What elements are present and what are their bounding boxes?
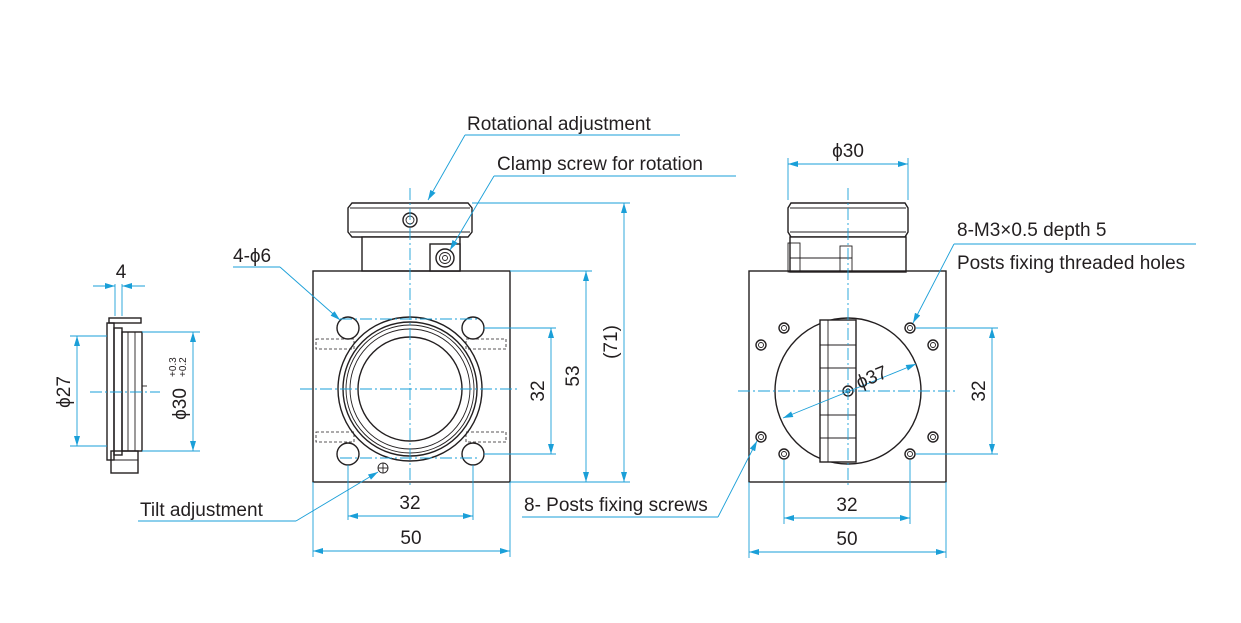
- callout-thread-spec: 8-M3×0.5 depth 5: [957, 220, 1106, 241]
- side-inner-diameter-label: ϕ27: [54, 376, 75, 408]
- tilt-screw-icon: [377, 462, 389, 474]
- callout-tilt-adjustment-leader: [138, 471, 379, 522]
- side-view-body: [106, 317, 147, 474]
- front-body: [312, 270, 511, 483]
- front-overall-height-label: (71): [601, 325, 622, 359]
- threaded-hole: [927, 431, 939, 443]
- front-height-label: 53: [563, 365, 584, 386]
- side-outer-diameter-group: ϕ30 +0.3 +0.2: [168, 357, 191, 420]
- callout-clamp-screw: Clamp screw for rotation: [497, 154, 703, 175]
- callout-posts-fixing-threaded-holes: Posts fixing threaded holes: [957, 253, 1185, 274]
- tolerance-upper: +0.3: [168, 357, 179, 377]
- front-view: 32 50 32 53 (71): [138, 114, 736, 557]
- threaded-hole: [755, 431, 767, 443]
- side-outer-diameter-label: ϕ30: [170, 388, 191, 420]
- callout-threaded-holes-leader: [912, 243, 1196, 324]
- dim-front-hole-pitch-v: [484, 327, 556, 455]
- callout-posts-screws-leader: [522, 440, 758, 518]
- callout-rotational-adjustment: Rotational adjustment: [467, 114, 651, 135]
- rear-hole-pitch-v-label: 32: [969, 380, 990, 401]
- dim-side-width: [93, 283, 145, 316]
- rear-width-label: 50: [836, 529, 857, 550]
- clamp-screw-icon: [435, 248, 455, 268]
- callout-tilt-adjustment: Tilt adjustment: [140, 500, 264, 521]
- rear-disk-diameter-label: ϕ37: [853, 362, 890, 393]
- threaded-hole: [778, 448, 790, 460]
- threaded-hole: [755, 339, 767, 351]
- callout-holes-leader: [233, 266, 341, 321]
- rear-view: ϕ30 ϕ37 32 32 50 8- Posts fi: [522, 141, 1196, 558]
- front-hole-pitch-h-label: 32: [399, 493, 420, 514]
- mounting-hole: [336, 442, 360, 466]
- callout-posts-fixing-screws: 8- Posts fixing screws: [524, 495, 708, 516]
- dim-front-height: [510, 270, 630, 483]
- dim-rear-disk-diameter: [782, 363, 917, 419]
- callout-holes-4-phi6: 4-ϕ6: [233, 246, 271, 267]
- dim-front-width: [312, 482, 511, 557]
- dim-rear-knob-diameter: [787, 158, 909, 200]
- dim-front-overall-height: [472, 202, 630, 482]
- dim-front-hole-pitch-h: [347, 465, 474, 520]
- side-width-label: 4: [116, 262, 127, 283]
- threaded-hole: [904, 322, 916, 334]
- clamp-screw-block: [429, 243, 461, 272]
- mounting-hole: [336, 316, 360, 340]
- threaded-hole: [778, 322, 790, 334]
- threaded-hole: [904, 448, 916, 460]
- dim-side-outer-diameter: [142, 331, 200, 452]
- front-hole-pitch-v-label: 32: [528, 380, 549, 401]
- callout-clamp-screw-leader: [449, 175, 736, 251]
- front-width-label: 50: [400, 528, 421, 549]
- tolerance-lower: +0.2: [178, 357, 189, 377]
- rear-knob-diameter-label: ϕ30: [832, 141, 864, 162]
- threaded-hole: [927, 339, 939, 351]
- dim-rear-hole-pitch-h: [783, 460, 911, 524]
- mounting-hole: [461, 316, 485, 340]
- dim-side-inner-diameter: [70, 335, 107, 447]
- mounting-hole: [461, 442, 485, 466]
- dim-rear-hole-pitch-v: [916, 327, 998, 455]
- rear-hole-pitch-h-label: 32: [836, 495, 857, 516]
- dim-rear-width: [748, 482, 947, 558]
- rear-body: [748, 270, 947, 483]
- side-view: 4 ϕ27 ϕ30 +0.3 +0.2: [54, 262, 200, 474]
- callout-rotational-adjustment-leader: [427, 134, 680, 201]
- threaded-holes: [755, 322, 939, 460]
